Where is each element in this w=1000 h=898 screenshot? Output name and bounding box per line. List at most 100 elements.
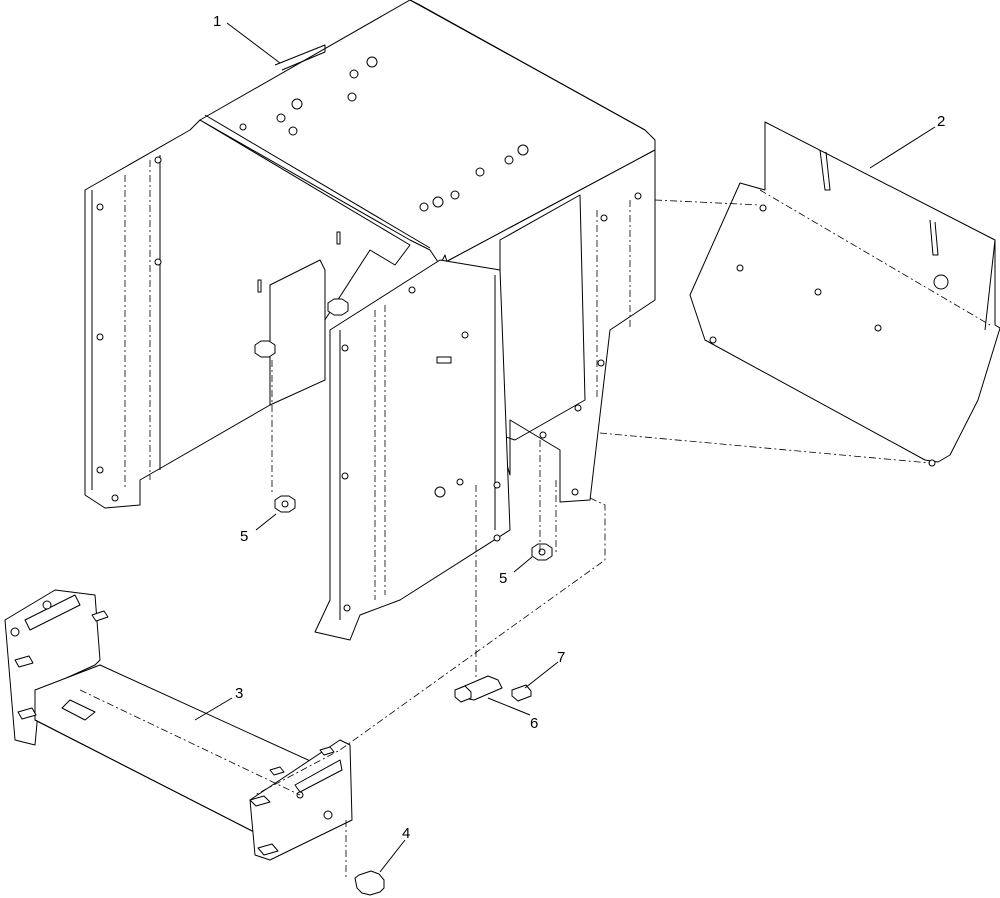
hole: [571, 488, 579, 496]
hole: [736, 264, 744, 272]
assembly-line: [79, 689, 301, 796]
housing-slot: [257, 279, 262, 293]
hole: [475, 167, 485, 177]
callout-3: 3: [235, 685, 243, 702]
housing-left-hidden-lines: [124, 160, 151, 490]
hole: [493, 534, 501, 542]
assembly-line: [654, 199, 761, 206]
hardware: [274, 495, 553, 896]
housing-inner-bracket: [269, 259, 326, 406]
hole: [366, 56, 378, 68]
assembly-line: [254, 497, 606, 796]
hole: [111, 494, 119, 502]
leader-line-6: [487, 697, 531, 716]
leader-line-4: [379, 839, 406, 873]
hole: [154, 156, 162, 164]
hole: [504, 155, 514, 165]
callout-1: 1: [213, 13, 221, 30]
leader-line-7: [524, 661, 559, 689]
assembly-lines: [79, 199, 931, 880]
hole: [343, 604, 351, 612]
callout-5-right: 5: [499, 570, 507, 587]
hole: [432, 196, 444, 208]
assembly-line: [599, 432, 931, 464]
hole: [349, 69, 359, 79]
hole: [933, 274, 949, 290]
callout-6: 6: [530, 715, 538, 732]
callout-7: 7: [557, 649, 565, 666]
flange-nut-upper: [327, 298, 349, 316]
hole: [42, 600, 52, 610]
housing-left-panel-edges: [91, 155, 161, 490]
hole: [814, 288, 822, 296]
callout-2: 2: [937, 113, 945, 130]
leader-line-1: [226, 22, 281, 64]
hole: [450, 190, 460, 200]
nut-bore: [538, 548, 546, 556]
hole: [434, 486, 446, 498]
housing-top-tab: [274, 44, 326, 71]
leader-line-5b: [513, 556, 533, 573]
housing-top-edges: [204, 0, 646, 249]
bracket-crossmember-edge: [34, 719, 261, 836]
housing-front-hidden-lines: [374, 305, 386, 600]
leader-line-3: [194, 697, 233, 721]
mounting-bracket: [4, 589, 353, 861]
hole: [493, 481, 501, 489]
hole: [634, 192, 642, 200]
stud: [17, 707, 37, 720]
stud: [319, 746, 335, 756]
stud: [257, 843, 279, 856]
bracket-right-slot: [294, 759, 343, 793]
hole: [291, 98, 303, 110]
hole: [517, 144, 529, 156]
hole: [597, 359, 605, 367]
hole: [154, 258, 162, 266]
stud: [269, 766, 285, 776]
stud: [91, 610, 109, 622]
bolt-4: [354, 870, 385, 896]
hole: [323, 810, 333, 820]
shield-plate-notch: [929, 219, 939, 256]
hole: [96, 203, 104, 211]
callouts: 1 2 3 4 5 5 6 7: [194, 13, 945, 873]
shield-plate-flange: [764, 122, 996, 331]
hole: [419, 202, 429, 212]
hole: [461, 331, 469, 339]
hole: [341, 344, 349, 352]
shield-plate-body: [689, 121, 1000, 463]
hole: [10, 627, 20, 637]
housing-right-hidden-lines: [596, 200, 631, 400]
bolt-7: [511, 684, 532, 702]
callout-5-left: 5: [240, 528, 248, 545]
bracket-cutout: [61, 699, 96, 721]
housing-front-slot: [436, 356, 452, 364]
hole: [96, 466, 104, 474]
hole: [341, 472, 349, 480]
shield-plate-notch: [819, 149, 831, 191]
hole: [288, 126, 298, 136]
nut-bore: [281, 500, 289, 508]
hole: [709, 336, 717, 344]
hole: [456, 478, 464, 486]
hole: [539, 431, 547, 439]
stud: [14, 655, 34, 668]
callout-4: 4: [402, 825, 410, 842]
bracket-left-slot: [24, 594, 81, 631]
hole: [874, 324, 882, 332]
hole: [759, 204, 767, 212]
hole: [574, 404, 582, 412]
hole: [276, 113, 286, 123]
shield-plate: [689, 121, 1000, 467]
hole: [347, 92, 357, 102]
hole: [600, 214, 608, 222]
housing-frame: [84, 0, 656, 641]
bracket-right-plate: [249, 739, 353, 861]
leader-line-2: [869, 126, 936, 169]
housing-slot: [336, 231, 341, 245]
bolt-plate-6-head: [454, 685, 472, 703]
hole: [96, 333, 104, 341]
flange-nut-upper: [254, 340, 276, 358]
stud: [249, 795, 271, 807]
